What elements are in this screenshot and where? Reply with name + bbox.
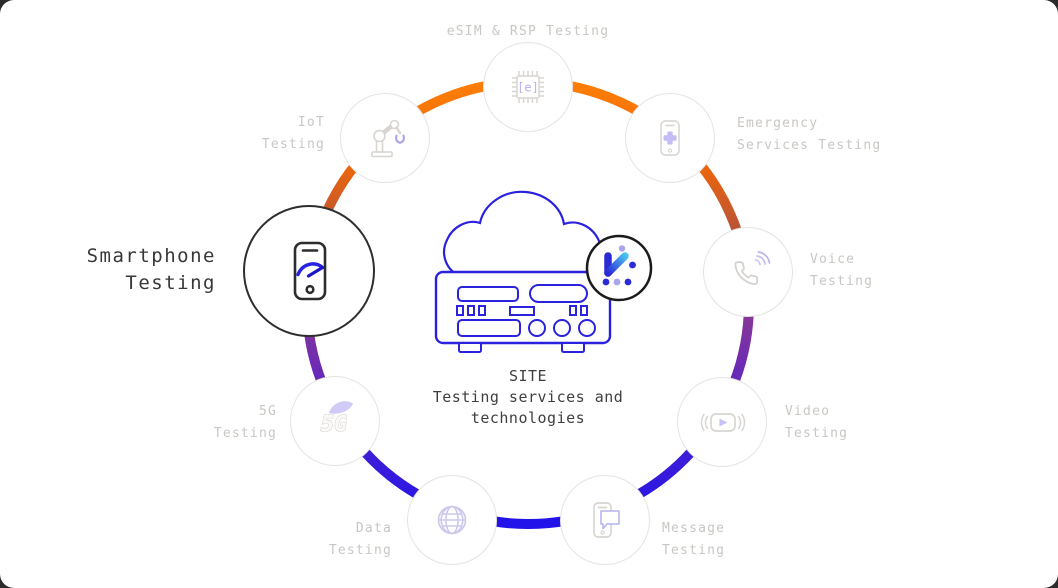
- cloud-icon: [443, 190, 603, 278]
- video-player-icon: [700, 413, 746, 432]
- node-iot-testing[interactable]: [340, 93, 430, 183]
- message-phone-icon: [593, 502, 620, 538]
- label-esim-rsp-testing: eSIM & RSP Testing: [446, 24, 610, 39]
- label-emergency-services-testing: Emergency Services Testing: [737, 116, 882, 153]
- node-esim-rsp-testing[interactable]: [e]: [483, 42, 573, 132]
- speedometer-swoosh: [296, 262, 325, 278]
- center-subtitle-line2: technologies: [470, 409, 586, 427]
- label-message-testing: Message Testing: [662, 521, 726, 558]
- 5g-icon: 5G: [320, 401, 353, 438]
- phone-handset-icon: [734, 251, 771, 286]
- node-data-testing[interactable]: [407, 475, 497, 565]
- medical-cross-icon: [663, 131, 677, 145]
- node-5g-testing[interactable]: 5G: [290, 376, 380, 466]
- esim-chip-text: [e]: [517, 81, 539, 95]
- node-message-testing[interactable]: [560, 475, 650, 565]
- brand-logo-badge: [585, 234, 653, 302]
- node-smartphone-testing[interactable]: [243, 205, 375, 337]
- center-caption: SITE Testing services and technologies: [378, 366, 678, 429]
- node-voice-testing[interactable]: [703, 227, 793, 317]
- gripper-claw: [395, 134, 405, 144]
- label-smartphone-testing: Smartphone Testing: [86, 245, 216, 294]
- globe-icon: [437, 505, 467, 535]
- test-equipment-icon: [434, 270, 612, 353]
- label-video-testing: Video Testing: [785, 404, 849, 441]
- label-voice-testing: Voice Testing: [810, 252, 874, 289]
- emergency-phone-icon: [660, 120, 680, 156]
- label-iot-testing: IoT Testing: [261, 115, 325, 152]
- leaf-swoosh: [329, 401, 353, 414]
- robot-arm-icon: [371, 119, 405, 158]
- play-icon: [719, 418, 728, 427]
- node-video-testing[interactable]: [677, 377, 767, 467]
- sound-waves-icon: [754, 251, 771, 266]
- esim-chip-icon: [e]: [512, 71, 544, 103]
- smartphone-speedtest-icon: [293, 241, 327, 301]
- brand-m-logo-icon: [602, 245, 636, 286]
- node-emergency-services-testing[interactable]: [625, 93, 715, 183]
- center-subtitle-line1: Testing services and: [432, 388, 624, 406]
- speech-bubble-icon: [600, 510, 620, 530]
- label-data-testing: Data Testing: [328, 521, 392, 558]
- label-5g-testing: 5G Testing: [213, 404, 277, 441]
- 5g-badge-text: 5G: [321, 412, 348, 437]
- center-title: SITE: [508, 367, 548, 385]
- site-illustration: [434, 190, 653, 353]
